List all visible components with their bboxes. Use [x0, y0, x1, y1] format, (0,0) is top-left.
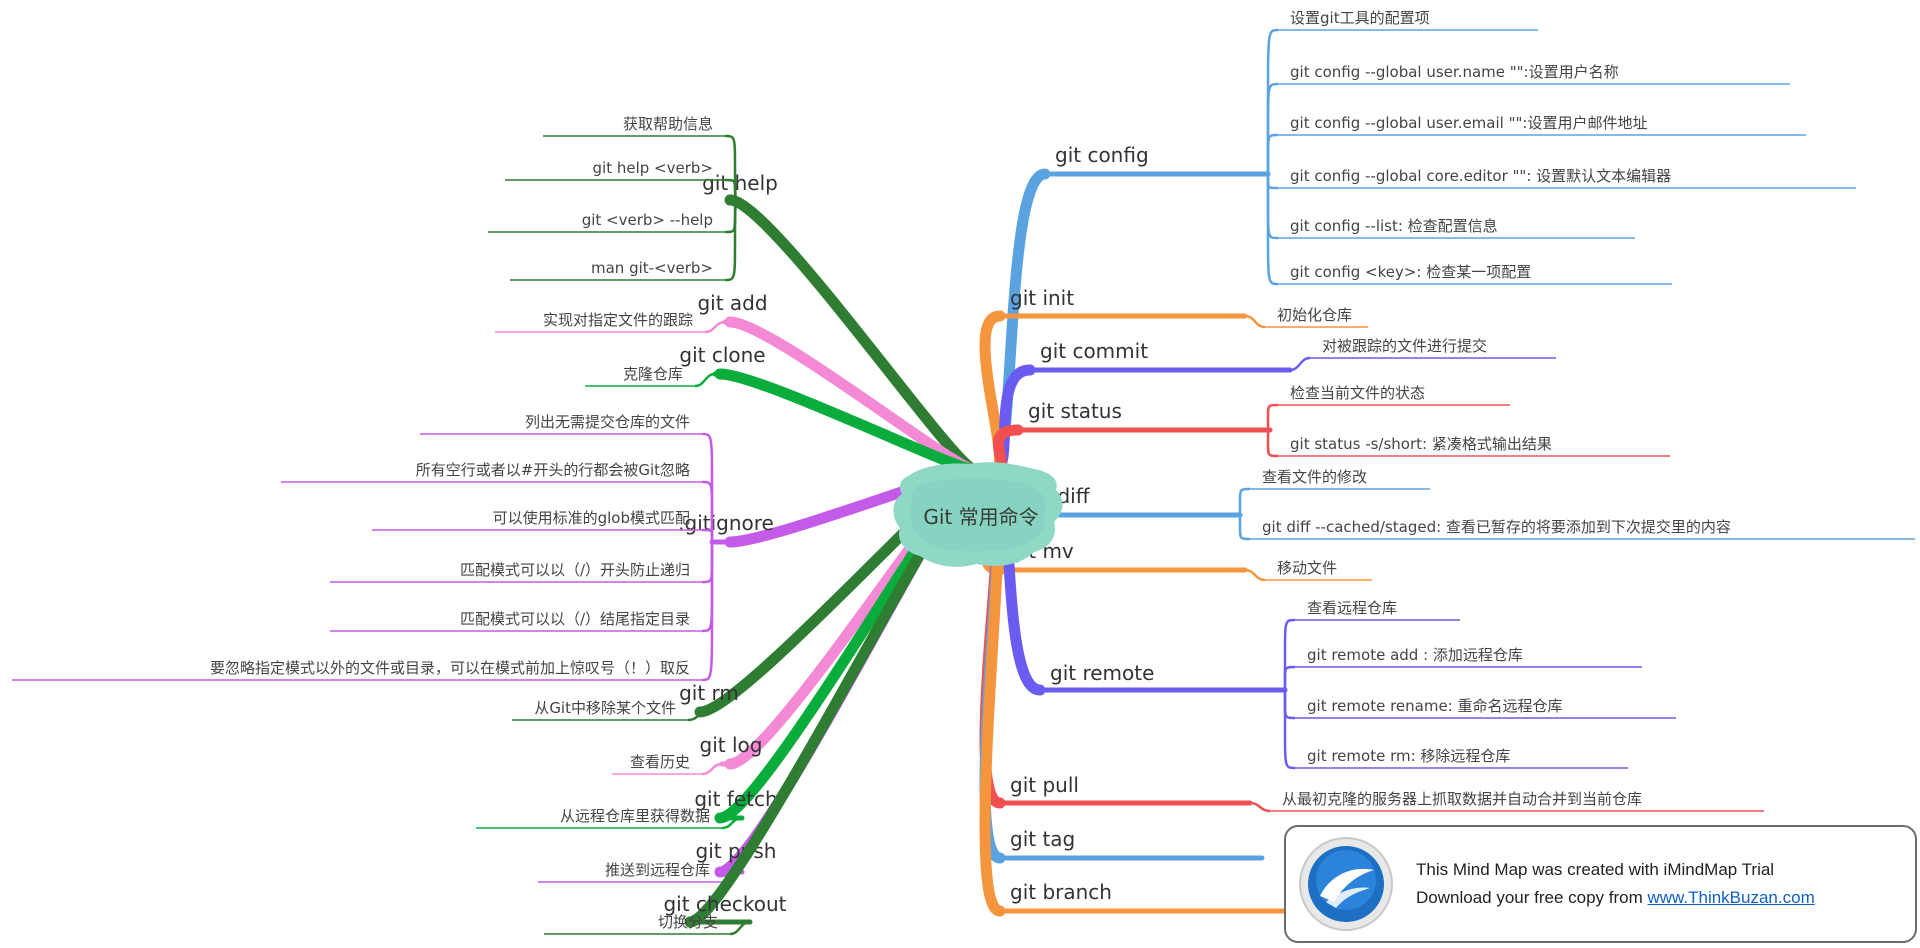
central-node[interactable]: Git 常用命令	[893, 462, 1063, 567]
leaf-connector	[1266, 428, 1279, 458]
leaf-label: git remote rm: 移除远程仓库	[1307, 747, 1510, 765]
central-node-label: Git 常用命令	[923, 505, 1038, 529]
leaf-label: 要忽略指定模式以外的文件或目录，可以在模式前加上惊叹号（！）取反	[210, 659, 690, 677]
leaf-connector	[1266, 174, 1279, 286]
leaf-label: 可以使用标准的glob模式匹配	[493, 509, 690, 527]
leaf-connector	[687, 710, 709, 722]
branch-git-config[interactable]: git config 设置git工具的配置项 git config --global…	[989, 9, 1856, 476]
leaf-connector	[1266, 133, 1279, 174]
leaf-connector	[1283, 689, 1296, 720]
leaf-label: 查看历史	[630, 753, 690, 771]
leaf-connector	[701, 762, 723, 776]
leaf-connector	[704, 320, 726, 334]
leaf-label: 匹配模式可以以（/）结尾指定目录	[460, 610, 690, 628]
leaf-label: git config <key>: 检查某一项配置	[1290, 263, 1531, 281]
branch-label: git help	[702, 171, 778, 195]
branch-label: git tag	[1010, 827, 1075, 851]
branch-label: git init	[1010, 286, 1074, 310]
leaf-label: 从最初克隆的服务器上抓取数据并自动合并到当前仓库	[1282, 790, 1642, 808]
leaf-label: git remote rename: 重命名远程仓库	[1307, 697, 1563, 715]
leaf-label: 切换分支	[658, 913, 718, 931]
branch-label: git checkout	[663, 892, 786, 916]
branch-git-branch[interactable]: git branch	[979, 464, 1295, 917]
leaf-connector	[1283, 665, 1296, 691]
leaf-connector	[1283, 618, 1296, 691]
leaf-label: 对被跟踪的文件进行提交	[1322, 337, 1487, 355]
leaf-connector	[729, 920, 751, 936]
leaf-label: 匹配模式可以以（/）开头防止递归	[460, 561, 690, 579]
leaf-connector	[1266, 403, 1279, 432]
watermark-line2: Download your free copy from www.ThinkBu…	[1416, 884, 1815, 912]
leaf-label: git config --list: 检查配置信息	[1290, 217, 1498, 235]
leaf-connector	[1238, 515, 1251, 541]
leaf-label: 从Git中移除某个文件	[534, 699, 676, 717]
leaf-connector	[1244, 568, 1266, 582]
leaf-label: 查看远程仓库	[1307, 599, 1397, 617]
leaf-connector	[1266, 174, 1279, 240]
branch-label: git pull	[1010, 773, 1079, 797]
branch-label: git remote	[1050, 661, 1154, 685]
branch-git-commit[interactable]: git commit 对被跟踪的文件进行提交	[989, 337, 1556, 476]
branch-label: git rm	[679, 681, 739, 705]
leaf-connector	[701, 528, 714, 542]
leaf-label: 从远程仓库里获得数据	[560, 807, 710, 825]
leaf-label: git diff --cached/staged: 查看已暂存的将要添加到下次提…	[1262, 518, 1731, 536]
branch-label: git commit	[1040, 339, 1148, 363]
branch-label: git status	[1028, 399, 1122, 423]
leaf-label: 推送到远程仓库	[605, 861, 710, 879]
branch-label: git config	[1055, 143, 1149, 167]
watermark-line2-prefix: Download your free copy from	[1416, 888, 1648, 907]
leaf-connector	[1289, 356, 1311, 372]
leaf-connector	[701, 542, 714, 682]
branch-label: git push	[696, 839, 777, 863]
branch-connector	[724, 316, 981, 476]
leaf-connector	[701, 542, 714, 633]
leaf-label: 查看文件的修改	[1262, 468, 1367, 486]
watermark-line1: This Mind Map was created with iMindMap …	[1416, 860, 1775, 879]
branch-git-status[interactable]: git status 检查当前文件的状态 git status -s/short: …	[989, 384, 1670, 476]
leaf-label: 检查当前文件的状态	[1290, 384, 1425, 402]
leaf-label: git <verb> --help	[582, 211, 713, 229]
branch-label: git branch	[1010, 880, 1112, 904]
leaf-label: 列出无需提交仓库的文件	[525, 413, 690, 431]
leaf-connector	[721, 816, 743, 830]
trial-watermark: This Mind Map was created with iMindMap …	[1284, 825, 1917, 943]
leaf-connector	[1283, 689, 1296, 770]
leaf-label: git config --global user.name "":设置用户名称	[1290, 63, 1619, 81]
leaf-label: git status -s/short: 紧凑格式输出结果	[1290, 435, 1552, 453]
leaf-label: 设置git工具的配置项	[1290, 9, 1430, 27]
leaf-label: git help <verb>	[593, 159, 713, 177]
leaf-label: 所有空行或者以#开头的行都会被Git忽略	[416, 461, 690, 479]
leaf-label: 实现对指定文件的跟踪	[543, 311, 693, 329]
leaf-connector	[1266, 82, 1279, 174]
leaf-label: 初始化仓库	[1277, 306, 1352, 324]
branch-label: .gitignore	[678, 511, 774, 535]
leaf-connector	[694, 372, 716, 388]
watermark-text: This Mind Map was created with iMindMap …	[1416, 856, 1815, 912]
leaf-label: 克隆仓库	[623, 365, 683, 383]
leaf-label: 移动文件	[1277, 559, 1337, 577]
central-node-blob-shade	[910, 478, 1046, 552]
leaf-connector	[1238, 487, 1251, 515]
leaf-connector	[1266, 174, 1279, 190]
branch-gitignore[interactable]: .gitignore 列出无需提交仓库的文件所有空行或者以#开头的行都会被Git忽…	[12, 413, 981, 682]
branch-label: git clone	[679, 343, 765, 367]
leaf-label: git config --global user.email "":设置用户邮件…	[1290, 114, 1647, 132]
branch-label: git add	[697, 291, 767, 315]
leaf-label: git config --global core.editor "": 设置默认…	[1290, 167, 1671, 185]
branch-label: git fetch	[694, 787, 777, 811]
thinkbuzan-link[interactable]: www.ThinkBuzan.com	[1647, 888, 1815, 907]
leaf-connector	[724, 198, 741, 282]
imindmap-logo-icon	[1299, 837, 1393, 931]
leaf-connector	[1244, 314, 1266, 329]
leaf-label: man git-<verb>	[591, 259, 713, 277]
branch-label: git log	[700, 733, 763, 757]
leaf-connector	[1249, 801, 1271, 813]
leaf-connector	[701, 542, 714, 584]
leaf-label: git remote add : 添加远程仓库	[1307, 646, 1523, 664]
leaf-label: 获取帮助信息	[623, 115, 713, 133]
